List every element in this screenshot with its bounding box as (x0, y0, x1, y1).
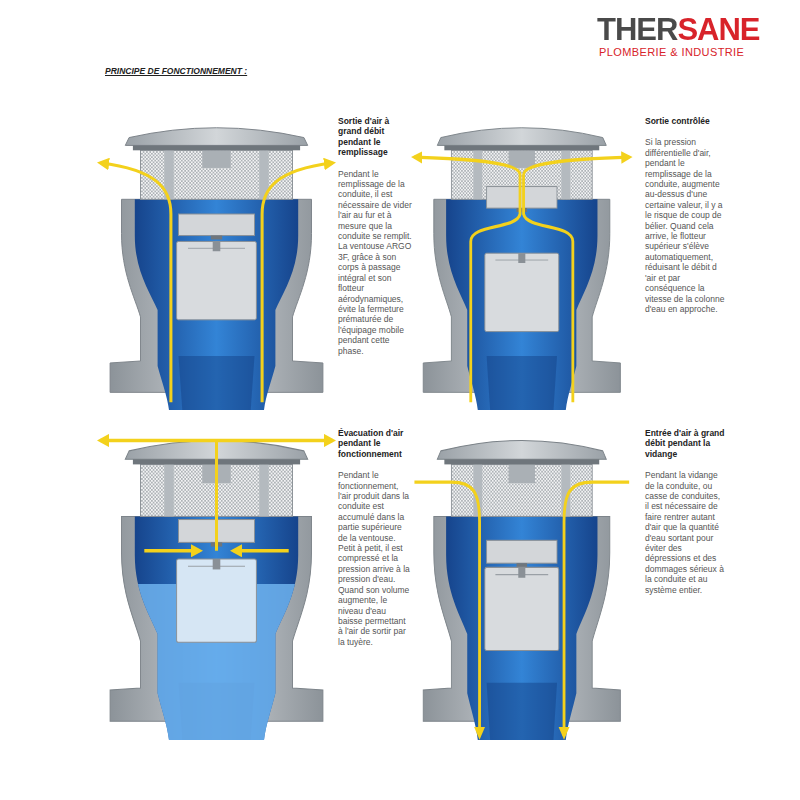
air-valve (101, 440, 333, 750)
valve-chamber (135, 199, 298, 410)
cap-band (133, 145, 300, 150)
screen-mesh (141, 150, 293, 199)
valve-cap (125, 128, 307, 146)
upper-float (179, 214, 255, 236)
step-description: Si la pression différentielle d'air, pen… (645, 137, 725, 314)
main-float (177, 559, 257, 642)
mirrored-arrow (524, 157, 630, 402)
cap-band (444, 145, 599, 150)
air-flow-arrow (101, 439, 333, 442)
text-column: Sortie d'air à grand débit pendant le re… (338, 116, 412, 356)
mesh-post (164, 464, 174, 516)
air-flow-arrow (234, 549, 289, 552)
air-flow-arrow (144, 549, 199, 552)
inlet-cone (179, 356, 255, 410)
air-valve (414, 128, 629, 410)
step-description: Pendant la vidange de la conduite, ou ca… (645, 470, 725, 595)
step-description: Pendant le fonctionnement, l'air produit… (338, 470, 412, 647)
text-column: Entrée d'air à grand débit pendant la vi… (645, 428, 725, 595)
mesh-post (473, 150, 482, 199)
mirrored-arrow (564, 482, 629, 736)
nozzle (211, 236, 222, 240)
page-title: PRINCIPE DE FONCTIONNEMENT : (105, 66, 247, 76)
valve-cap (437, 440, 606, 459)
float-stem (518, 253, 525, 263)
text-column: Sortie contrôlée Si la pression différent… (645, 116, 725, 314)
main-float (177, 241, 257, 319)
valve-chamber (446, 516, 597, 740)
air-flow-arrow (564, 482, 629, 736)
mirrored-arrow (262, 163, 332, 402)
stem-guide (509, 464, 535, 483)
valve-cap (437, 128, 606, 146)
step-heading: Sortie d'air à grand débit pendant le re… (338, 116, 412, 158)
step-description: Pendant le remplissage de la conduite, i… (338, 169, 412, 356)
upper-float (487, 187, 557, 209)
inlet-cone (487, 683, 557, 740)
valve-chamber (446, 199, 597, 410)
main-float (485, 567, 559, 650)
float-stem (518, 567, 525, 577)
air-flow-arrow (262, 163, 332, 402)
inlet-cone (487, 356, 557, 410)
air-valve (101, 128, 333, 410)
air-flow-arrow (414, 157, 520, 402)
air-flow-arrow (101, 163, 171, 402)
air-flow-arrow (524, 157, 630, 402)
air-valve (414, 440, 629, 740)
brand-logo: THERSANE (597, 14, 760, 46)
float-stem (213, 241, 221, 251)
air-flow-line (215, 440, 218, 550)
air-flow-arrow (414, 482, 479, 736)
step-heading: Entrée d'air à grand débit pendant la vi… (645, 428, 725, 459)
nozzle (517, 208, 528, 212)
mesh-post (259, 464, 269, 516)
step-heading: Évacuation d'air pendant le fonctionneme… (338, 428, 412, 459)
stem-guide (202, 150, 231, 168)
upper-float (487, 540, 557, 563)
text-column: Évacuation d'air pendant le fonctionneme… (338, 428, 412, 647)
main-float (485, 253, 559, 331)
float-stem (213, 559, 221, 569)
cap-band (444, 459, 599, 464)
stem-guide (509, 150, 535, 168)
brand-tagline: PLOMBERIE & INDUSTRIE (599, 46, 744, 58)
mesh-post (561, 150, 570, 199)
step-heading: Sortie contrôlée (645, 116, 725, 126)
nozzle (517, 563, 528, 567)
